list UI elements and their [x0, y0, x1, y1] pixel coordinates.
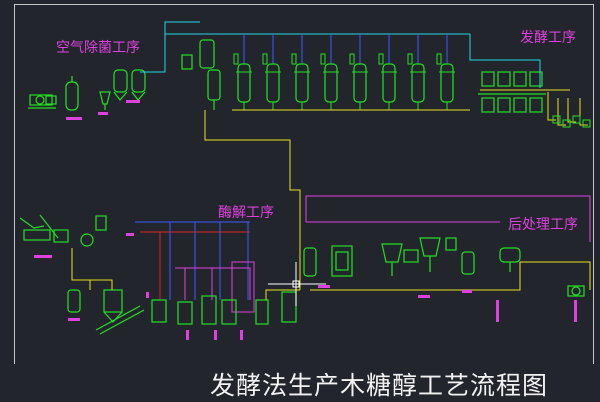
- enzymolysis-pads: [146, 292, 243, 340]
- air-main-pipe: [140, 33, 470, 73]
- post-processing-top-pipe: [305, 195, 591, 242]
- seed-tanks: [181, 39, 221, 110]
- enzymolysis-pipes: [135, 221, 255, 313]
- diagram-title: 发酵法生产木糖醇工艺流程图: [210, 371, 549, 400]
- fermenter: [320, 34, 339, 110]
- fermented-broth-tanks: [478, 71, 546, 113]
- fermenter: [436, 34, 455, 110]
- fermenter: [378, 34, 397, 110]
- air-sterilization-label: 空气除菌工序: [56, 40, 140, 56]
- fermenters: [233, 34, 455, 110]
- fermenter: [233, 34, 252, 110]
- drawing-frame: [14, 4, 594, 364]
- fermentation-label: 发酵工序: [520, 30, 576, 46]
- cad-crosshair-cursor: [268, 262, 326, 306]
- raw-material-equipment: [19, 214, 145, 335]
- fermenter: [291, 34, 310, 110]
- enzymolysis-tanks: [151, 291, 297, 325]
- fermenter: [349, 34, 368, 110]
- post-processing-pads: [318, 285, 577, 322]
- post-processing-equipment: [303, 237, 585, 297]
- air-sterilization-equipment: [28, 69, 146, 111]
- fermentation-broth-pipe: [204, 110, 301, 262]
- fermenter: [262, 34, 281, 110]
- enzymolysis-label: 酶解工序: [218, 205, 274, 221]
- post-processing-label: 后处理工序: [508, 217, 578, 233]
- fermenter: [407, 34, 426, 110]
- raw-material-pads: [34, 233, 134, 321]
- air-sterilization-pads: [66, 100, 140, 120]
